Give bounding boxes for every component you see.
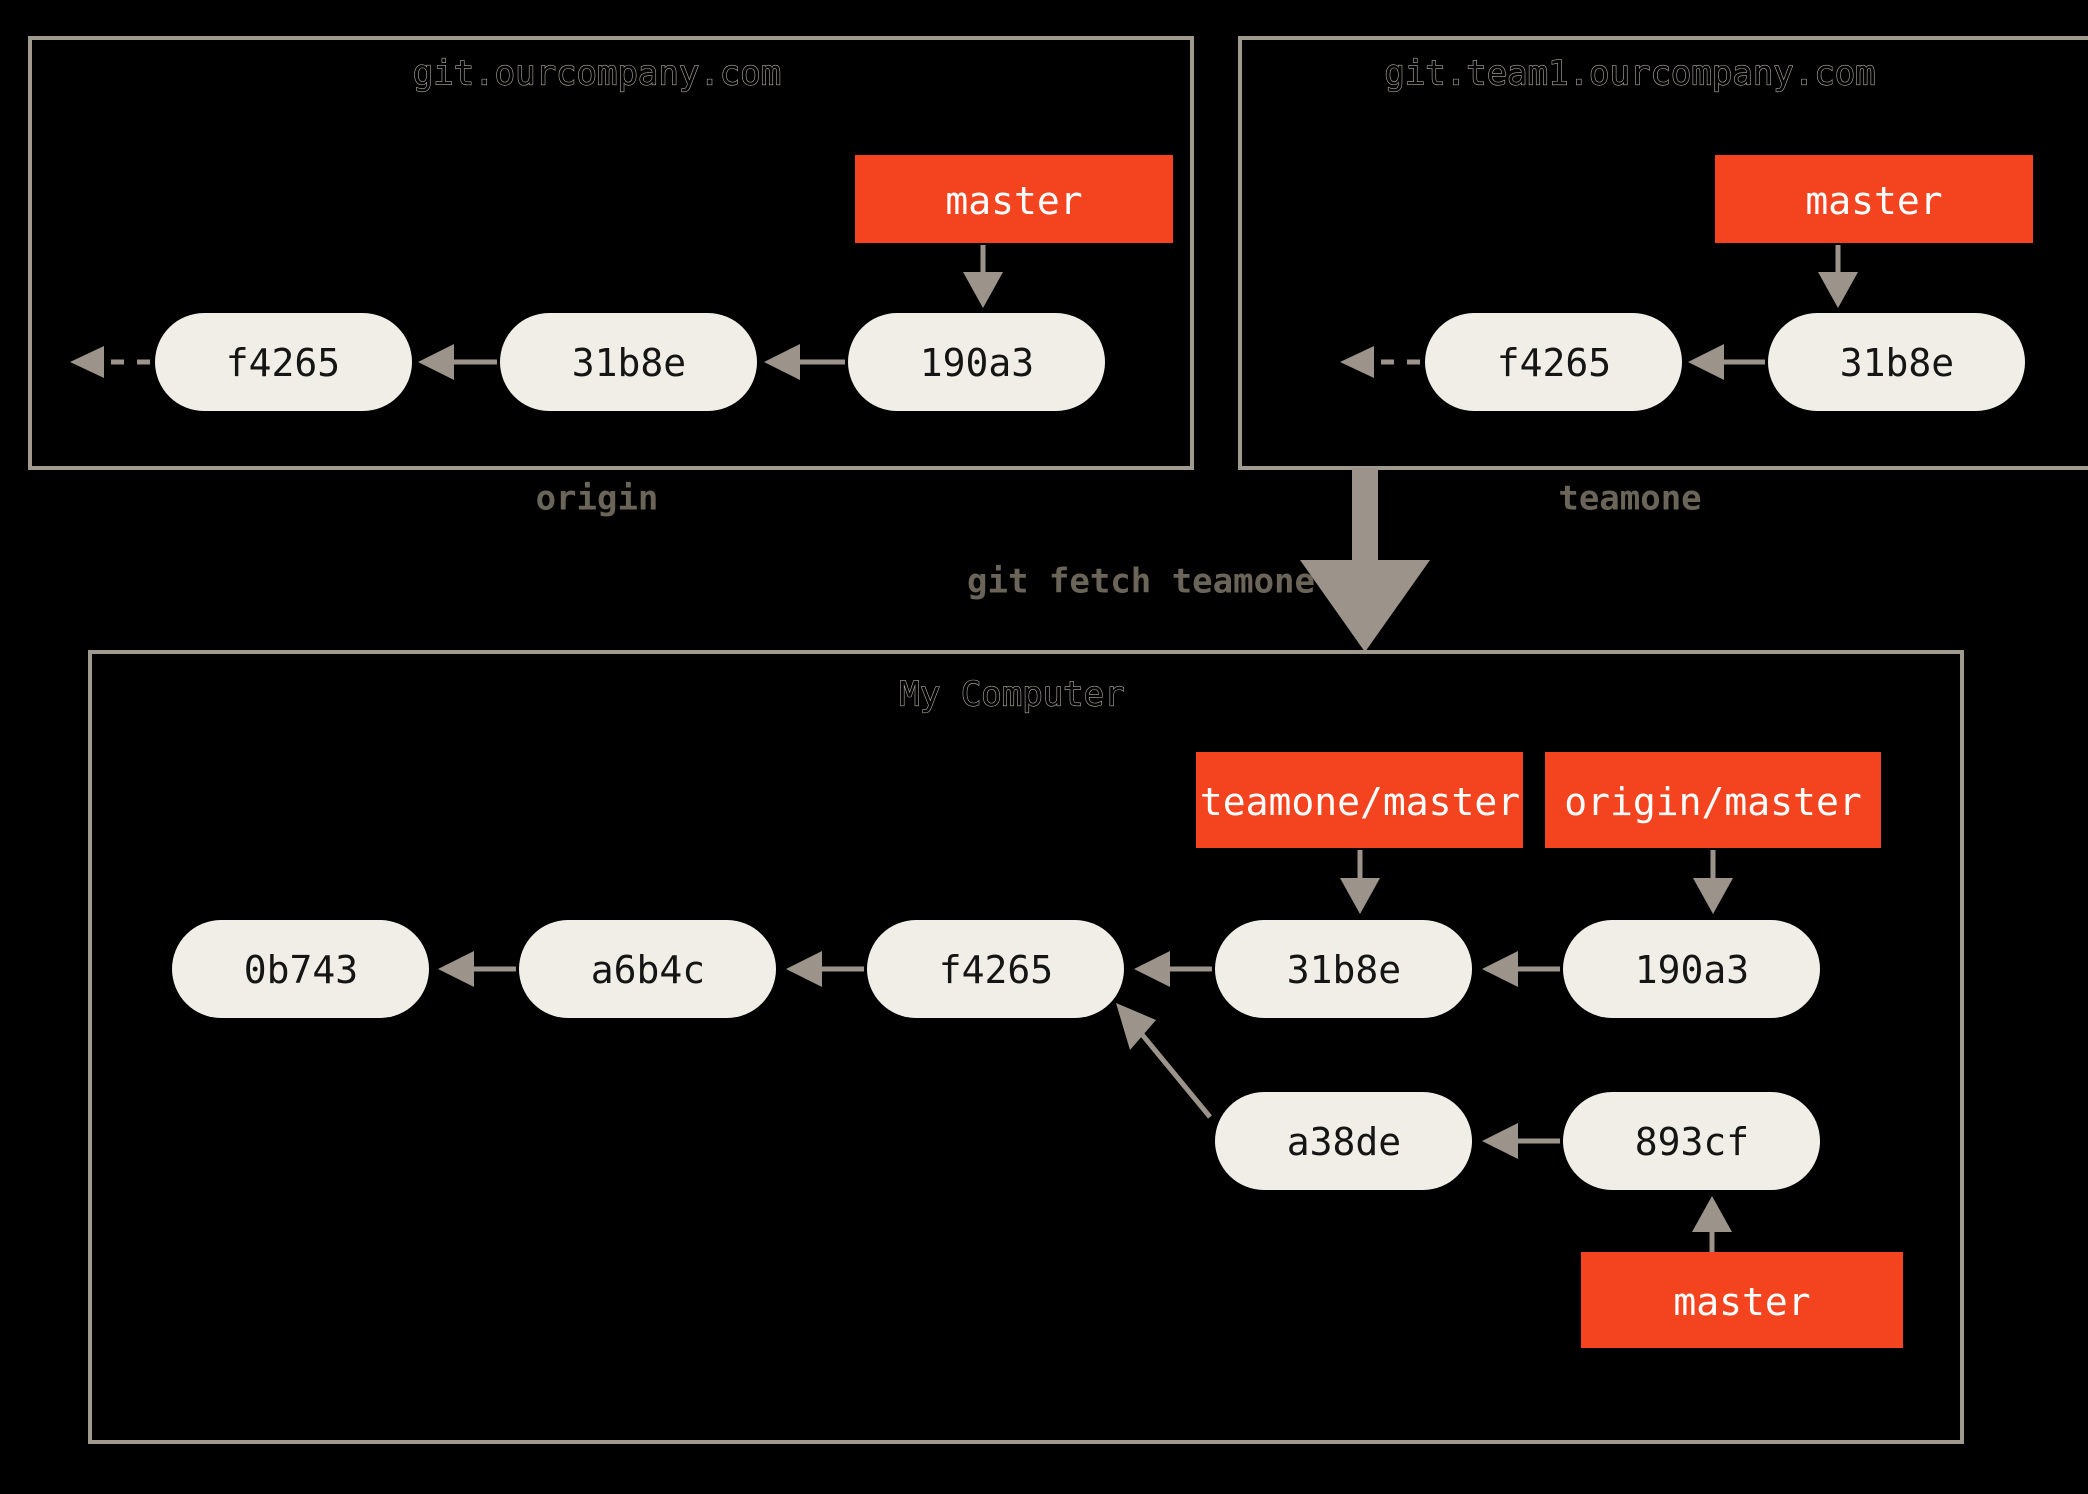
commit-node-local-f4265: f4265 bbox=[867, 920, 1124, 1018]
panel-my-computer-border bbox=[88, 650, 1964, 1444]
branch-pointer-head bbox=[1692, 1196, 1732, 1232]
branch-shape bbox=[1196, 752, 1523, 848]
local-edge-190a3-31b8e-head bbox=[1482, 951, 1518, 987]
commit-node-local-31b8e: 31b8e bbox=[1215, 920, 1472, 1018]
commit-node-origin-190a3: 190a3 bbox=[848, 313, 1105, 411]
commit-shape bbox=[519, 920, 776, 1018]
panel-my-computer: My Computer 0b743 a6b4c f4265 bbox=[88, 650, 1964, 1444]
commit-node-local-893cf: 893cf bbox=[1563, 1092, 1820, 1190]
commit-node-teamone-31b8e: 31b8e bbox=[1768, 313, 2025, 411]
panel-origin: git.ourcompany.com f4265 31b8e bbox=[28, 36, 1194, 519]
branch-shape bbox=[1581, 1252, 1903, 1348]
commit-shape bbox=[172, 920, 429, 1018]
branch-label-local-master: master bbox=[1581, 1196, 1903, 1348]
commit-node-teamone-f4265: f4265 bbox=[1425, 313, 1682, 411]
teamone-edge-31b8e-f4265-head bbox=[1688, 344, 1724, 380]
teamone-trailing-arrow-head bbox=[1340, 346, 1374, 378]
branch-text: master bbox=[945, 179, 1082, 223]
commit-text: 31b8e bbox=[1840, 341, 1954, 385]
commit-node-local-190a3: 190a3 bbox=[1563, 920, 1820, 1018]
fetch-command-label: git fetch teamone bbox=[967, 562, 1315, 602]
branch-pointer-head bbox=[963, 272, 1003, 308]
panel-teamone-title: git.team1.ourcompany.com bbox=[1384, 54, 1875, 94]
commit-text: f4265 bbox=[939, 948, 1053, 992]
commit-node-local-a38de: a38de bbox=[1215, 1092, 1472, 1190]
commit-shape bbox=[1563, 920, 1820, 1018]
branch-label-local-origin-master: origin/master bbox=[1545, 752, 1881, 914]
fetch-arrow-shaft bbox=[1352, 468, 1378, 570]
branch-text: origin/master bbox=[1564, 780, 1861, 824]
branch-shape bbox=[855, 155, 1173, 243]
branch-label-teamone-master: master bbox=[1715, 155, 2033, 308]
branch-shape bbox=[1715, 155, 2033, 243]
commit-shape bbox=[867, 920, 1124, 1018]
panel-teamone-caption: teamone bbox=[1558, 479, 1701, 519]
origin-trailing-arrow-head bbox=[70, 346, 104, 378]
fetch-arrow-head bbox=[1300, 560, 1430, 652]
commit-text: 0b743 bbox=[244, 948, 358, 992]
commit-shape bbox=[1768, 313, 2025, 411]
local-edge-893cf-a38de-head bbox=[1482, 1123, 1518, 1159]
local-edge-a38de-f4265 bbox=[1138, 1030, 1212, 1119]
branch-pointer-head bbox=[1818, 272, 1858, 308]
commit-shape bbox=[1563, 1092, 1820, 1190]
branch-label-local-teamone-master: teamone/master bbox=[1196, 752, 1523, 914]
commit-text: 31b8e bbox=[1287, 948, 1401, 992]
branch-text: master bbox=[1805, 179, 1942, 223]
panel-teamone: git.team1.ourcompany.com f4265 31b8e mas… bbox=[1238, 36, 2088, 519]
commit-text: 31b8e bbox=[572, 341, 686, 385]
branch-text: master bbox=[1673, 1280, 1810, 1324]
fetch-operation: git fetch teamone bbox=[967, 468, 1430, 652]
local-edge-a6b4c-0b743-head bbox=[438, 951, 474, 987]
commit-text: a38de bbox=[1287, 1120, 1401, 1164]
origin-edge-190a3-31b8e-head bbox=[764, 344, 800, 380]
branch-pointer-head bbox=[1340, 878, 1380, 914]
commit-node-origin-f4265: f4265 bbox=[155, 313, 412, 411]
panel-origin-title: git.ourcompany.com bbox=[413, 54, 781, 94]
branch-text: teamone/master bbox=[1200, 780, 1520, 824]
commit-node-local-a6b4c: a6b4c bbox=[519, 920, 776, 1018]
commit-text: a6b4c bbox=[591, 948, 705, 992]
branch-pointer-head bbox=[1693, 878, 1733, 914]
commit-text: f4265 bbox=[226, 341, 340, 385]
commit-node-origin-31b8e: 31b8e bbox=[500, 313, 757, 411]
panel-origin-caption: origin bbox=[536, 479, 659, 519]
panel-origin-border bbox=[28, 36, 1194, 470]
commit-shape bbox=[1425, 313, 1682, 411]
panel-my-computer-title: My Computer bbox=[899, 675, 1124, 715]
commit-text: f4265 bbox=[1497, 341, 1611, 385]
commit-shape bbox=[1215, 1092, 1472, 1190]
origin-edge-31b8e-f4265-head bbox=[418, 344, 454, 380]
branch-shape bbox=[1545, 752, 1881, 848]
commit-node-local-0b743: 0b743 bbox=[172, 920, 429, 1018]
commit-shape bbox=[155, 313, 412, 411]
branch-label-origin-master: master bbox=[855, 155, 1173, 308]
local-edge-a38de-f4265-head bbox=[1116, 1003, 1156, 1050]
commit-shape bbox=[1215, 920, 1472, 1018]
commit-text: 893cf bbox=[1635, 1120, 1749, 1164]
panel-teamone-border bbox=[1238, 36, 2088, 470]
commit-shape bbox=[848, 313, 1105, 411]
local-edge-31b8e-f4265-head bbox=[1134, 951, 1170, 987]
commit-text: 190a3 bbox=[920, 341, 1034, 385]
commit-text: 190a3 bbox=[1635, 948, 1749, 992]
local-edge-f4265-a6b4c-head bbox=[786, 951, 822, 987]
commit-shape bbox=[500, 313, 757, 411]
